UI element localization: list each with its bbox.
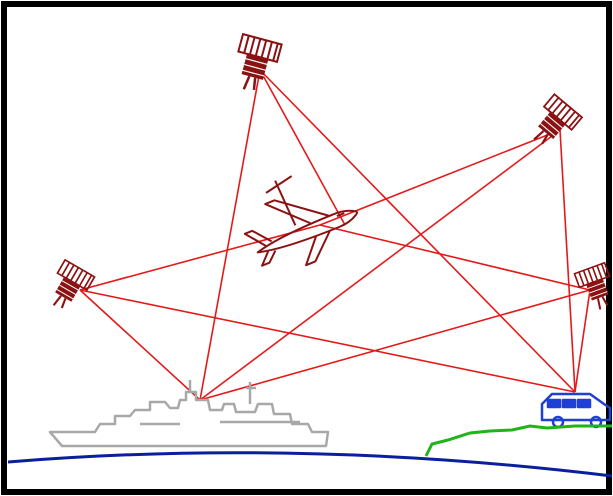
signal-line (319, 224, 591, 291)
signal-line (199, 289, 591, 401)
signal-line (79, 289, 201, 401)
terrain-line (424, 424, 612, 457)
signal-line (259, 69, 346, 226)
signal-line (319, 129, 561, 226)
earth-horizon (7, 451, 613, 478)
ship-icon (48, 380, 330, 448)
car-icon (540, 392, 612, 429)
signal-line (574, 289, 591, 393)
aircraft-icon (243, 175, 359, 267)
signal-line (79, 224, 321, 291)
signal-line (259, 69, 576, 393)
signal-line (199, 129, 561, 401)
signal-line (199, 69, 261, 401)
signal-line (559, 129, 576, 393)
signal-line (79, 289, 576, 393)
signal-lines (79, 69, 591, 401)
